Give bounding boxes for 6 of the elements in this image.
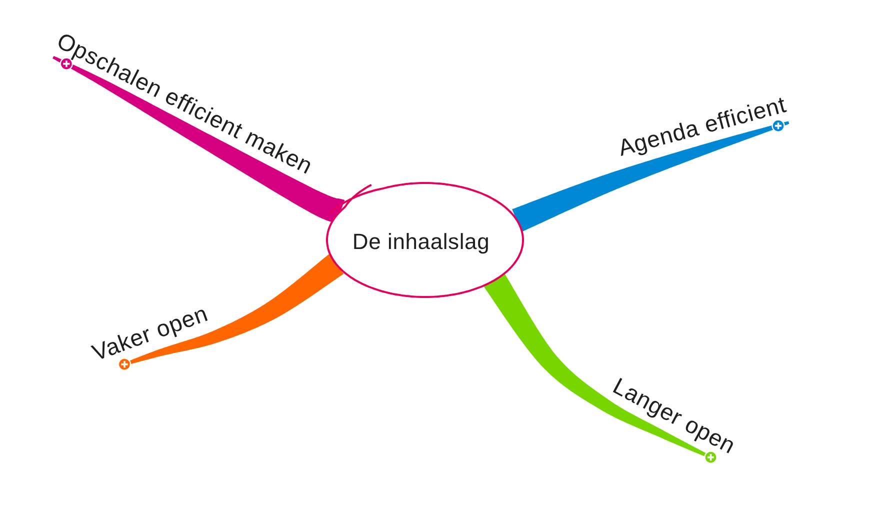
branch-connector xyxy=(512,121,790,232)
central-topic-text: De inhaalslag xyxy=(352,229,490,255)
branch-topic-label: Vaker open xyxy=(89,301,211,364)
central-topic-ellipse xyxy=(325,182,525,300)
branch-topic-label: Agenda efficient xyxy=(616,92,789,160)
branch-connector xyxy=(52,56,345,224)
